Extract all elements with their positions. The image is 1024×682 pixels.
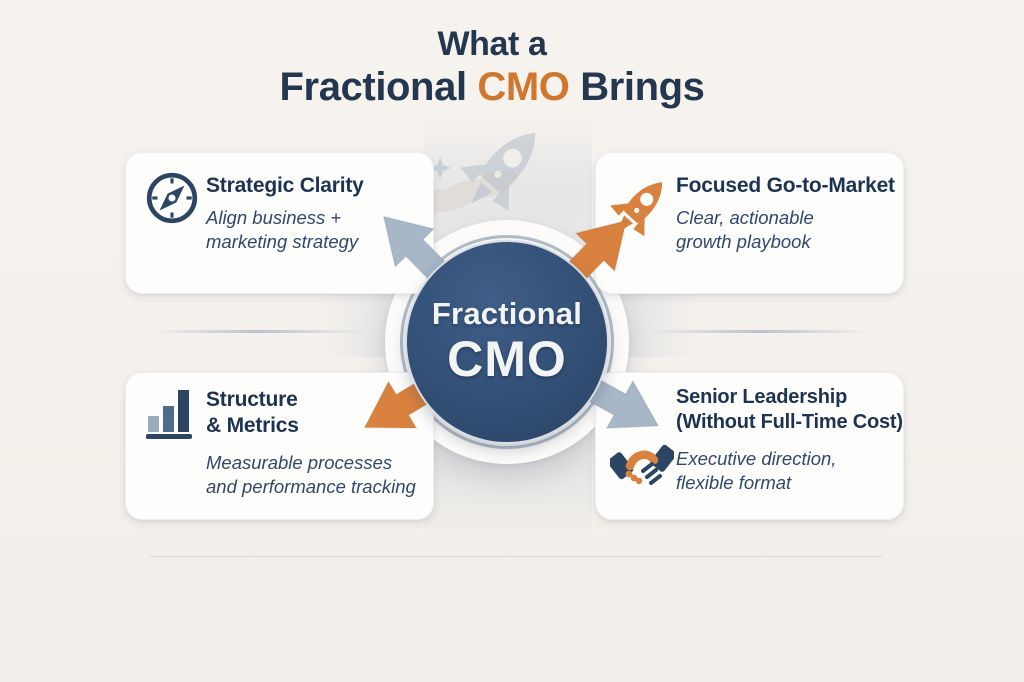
card-structure-metrics: Structure & Metrics Measurable processes… [125,372,434,520]
rocket-icon [596,161,682,262]
card-subtitle: Clear, actionable growth playbook [676,207,814,253]
handshake-icon [607,435,677,496]
card-text-block: Senior Leadership (Without Full-Time Cos… [676,385,903,435]
page-title: What a Fractional CMO Brings [0,25,984,109]
bar-chart-icon [146,384,196,447]
page-title-cmo-highlight: CMO [477,65,570,110]
card-subtitle: Align business + marketing strategy [206,207,359,253]
card-title: Focused Go-to-Market [676,174,895,197]
card-text-block: Focused Go-to-Market Clear, actionable g… [676,173,898,254]
left-divider-line [152,330,366,333]
compass-icon [143,169,201,232]
card-text-block: Structure & Metrics Measurable processes… [206,387,428,499]
card-subtitle: Measurable processes and performance tra… [206,451,416,497]
card-focused-go-to-market: Focused Go-to-Market Clear, actionable g… [595,152,904,294]
card-text-block: Strategic Clarity Align business + marke… [206,173,428,254]
bottom-divider-line [150,556,882,557]
card-strategic-clarity: Strategic Clarity Align business + marke… [125,152,434,294]
card-title: Structure & Metrics [206,388,299,438]
hub-label-line2: CMO [447,331,567,388]
card-senior-leadership: Senior Leadership (Without Full-Time Cos… [595,372,904,520]
page-title-line1: What a [437,25,547,63]
hub-silver-ring [400,235,614,449]
card-title: Strategic Clarity [206,174,364,197]
hub-circle: Fractional CMO [405,240,609,444]
card-title: Senior Leadership (Without Full-Time Cos… [676,386,903,433]
page-title-line2-suffix: Brings [569,65,705,110]
right-divider-line [648,330,870,333]
page-title-line2: Fractional CMO Brings [0,65,984,109]
hub-label-line1: Fractional [431,296,583,332]
card-subtitle: Executive direction, flexible format [676,448,837,494]
page-title-line2-prefix: Fractional [279,65,478,110]
